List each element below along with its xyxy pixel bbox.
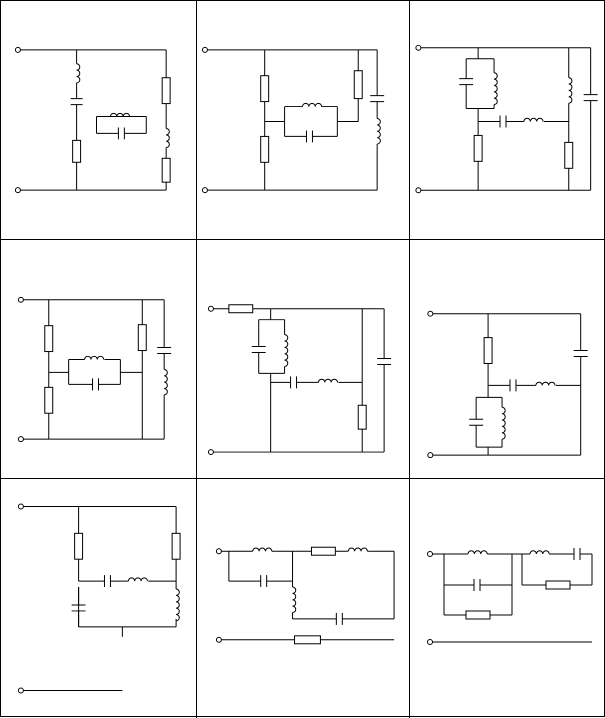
terminal-top-left: [415, 44, 422, 51]
wiring: [17, 49, 167, 191]
inductor-icon: [127, 577, 148, 582]
terminal-top-left: [201, 46, 208, 53]
terminal-top-left: [207, 305, 214, 312]
resistor-icon: [545, 580, 571, 590]
capacitor-icon: [251, 346, 266, 354]
inductor-icon: [302, 102, 323, 107]
wiring: [218, 550, 395, 641]
circuit-panel-4: [1, 240, 197, 479]
terminal-top-left: [17, 503, 24, 510]
terminal-top-left: [14, 46, 21, 53]
capacitor-icon: [573, 350, 588, 358]
inductor-icon: [252, 547, 277, 552]
terminal-bottom-left: [207, 449, 214, 456]
capacitor-icon: [509, 379, 517, 392]
circuit-panel-3: [410, 1, 605, 240]
resistor-icon: [260, 75, 270, 103]
terminal-bottom-left: [427, 639, 433, 645]
resistor-icon: [44, 386, 54, 414]
resistor-icon: [74, 532, 84, 560]
inductor-icon: [501, 406, 506, 440]
inductor-icon: [163, 368, 168, 397]
circuit-panel-5: [197, 240, 410, 479]
inductor-icon: [84, 355, 105, 360]
terminal-bottom-left: [427, 452, 434, 459]
terminal-top-left: [427, 310, 434, 317]
inductor-icon: [568, 77, 573, 104]
capacitor-icon: [260, 575, 268, 588]
resistor-icon: [161, 77, 171, 105]
resistor-icon: [137, 324, 147, 352]
inductor-icon: [109, 112, 131, 117]
resistor-icon: [260, 135, 270, 163]
circuit-panel-1: [1, 1, 197, 240]
capacitor-icon: [583, 94, 598, 102]
resistor-icon: [483, 337, 493, 364]
inductor-icon: [529, 550, 550, 555]
inductor-icon: [76, 63, 81, 86]
resistor-icon: [357, 404, 367, 430]
terminal-bottom-left: [215, 636, 222, 643]
capacitor-icon: [377, 358, 392, 365]
terminal-bottom-left: [14, 187, 21, 194]
resistor-icon: [72, 139, 82, 163]
resistor-icon: [228, 304, 254, 314]
inductor-icon: [284, 334, 289, 367]
capacitor-icon: [103, 575, 111, 588]
wiring: [210, 308, 385, 453]
capacitor-icon: [305, 130, 313, 143]
resistor-icon: [473, 134, 483, 162]
resistor-icon: [171, 532, 181, 560]
circuit-panel-6: [410, 240, 605, 479]
capacitor-icon: [335, 612, 343, 625]
inductor-icon: [523, 117, 544, 122]
terminal-bottom-left: [201, 187, 208, 194]
capacitor-icon: [573, 548, 581, 560]
resistor-icon: [353, 70, 363, 100]
capacitor-icon: [157, 347, 172, 355]
resistor-icon: [465, 610, 491, 620]
circuit-panel-2: [197, 1, 410, 240]
terminal-top-left: [215, 548, 222, 555]
resistor-icon: [161, 157, 171, 183]
terminal-top-left: [17, 296, 24, 303]
capacitor-icon: [370, 95, 385, 103]
capacitor-icon: [92, 378, 99, 391]
terminal-top-left: [427, 551, 433, 557]
circuit-panel-7: [1, 479, 197, 718]
inductor-icon: [176, 588, 180, 622]
inductor-icon: [493, 72, 498, 106]
resistor-icon: [310, 546, 336, 556]
capacitor-icon: [473, 579, 481, 591]
wiring: [430, 313, 582, 456]
inductor-icon: [347, 547, 369, 552]
wiring: [418, 47, 592, 191]
circuit-panel-9: [410, 479, 605, 718]
terminal-bottom-left: [17, 687, 24, 694]
terminal-bottom-left: [415, 187, 422, 194]
resistor-icon: [564, 141, 574, 169]
capacitor-icon: [70, 98, 83, 106]
inductor-icon: [292, 586, 297, 617]
resistor-icon: [44, 325, 54, 353]
inductor-icon: [535, 381, 556, 386]
inductor-icon: [376, 118, 381, 146]
capacitor-icon: [469, 418, 484, 426]
wiring: [20, 299, 165, 440]
capacitor-icon: [459, 78, 474, 86]
capacitor-icon: [117, 127, 125, 140]
inductor-icon: [165, 127, 170, 149]
resistor-icon: [294, 635, 321, 645]
capacitor-icon: [290, 376, 298, 389]
inductor-icon: [467, 550, 488, 555]
wiring: [20, 505, 177, 692]
wiring: [204, 49, 378, 191]
inductor-icon: [317, 378, 339, 383]
terminal-bottom-left: [17, 436, 24, 443]
capacitor-icon: [499, 115, 507, 128]
wiring: [430, 553, 593, 643]
circuit-panel-8: [197, 479, 410, 718]
